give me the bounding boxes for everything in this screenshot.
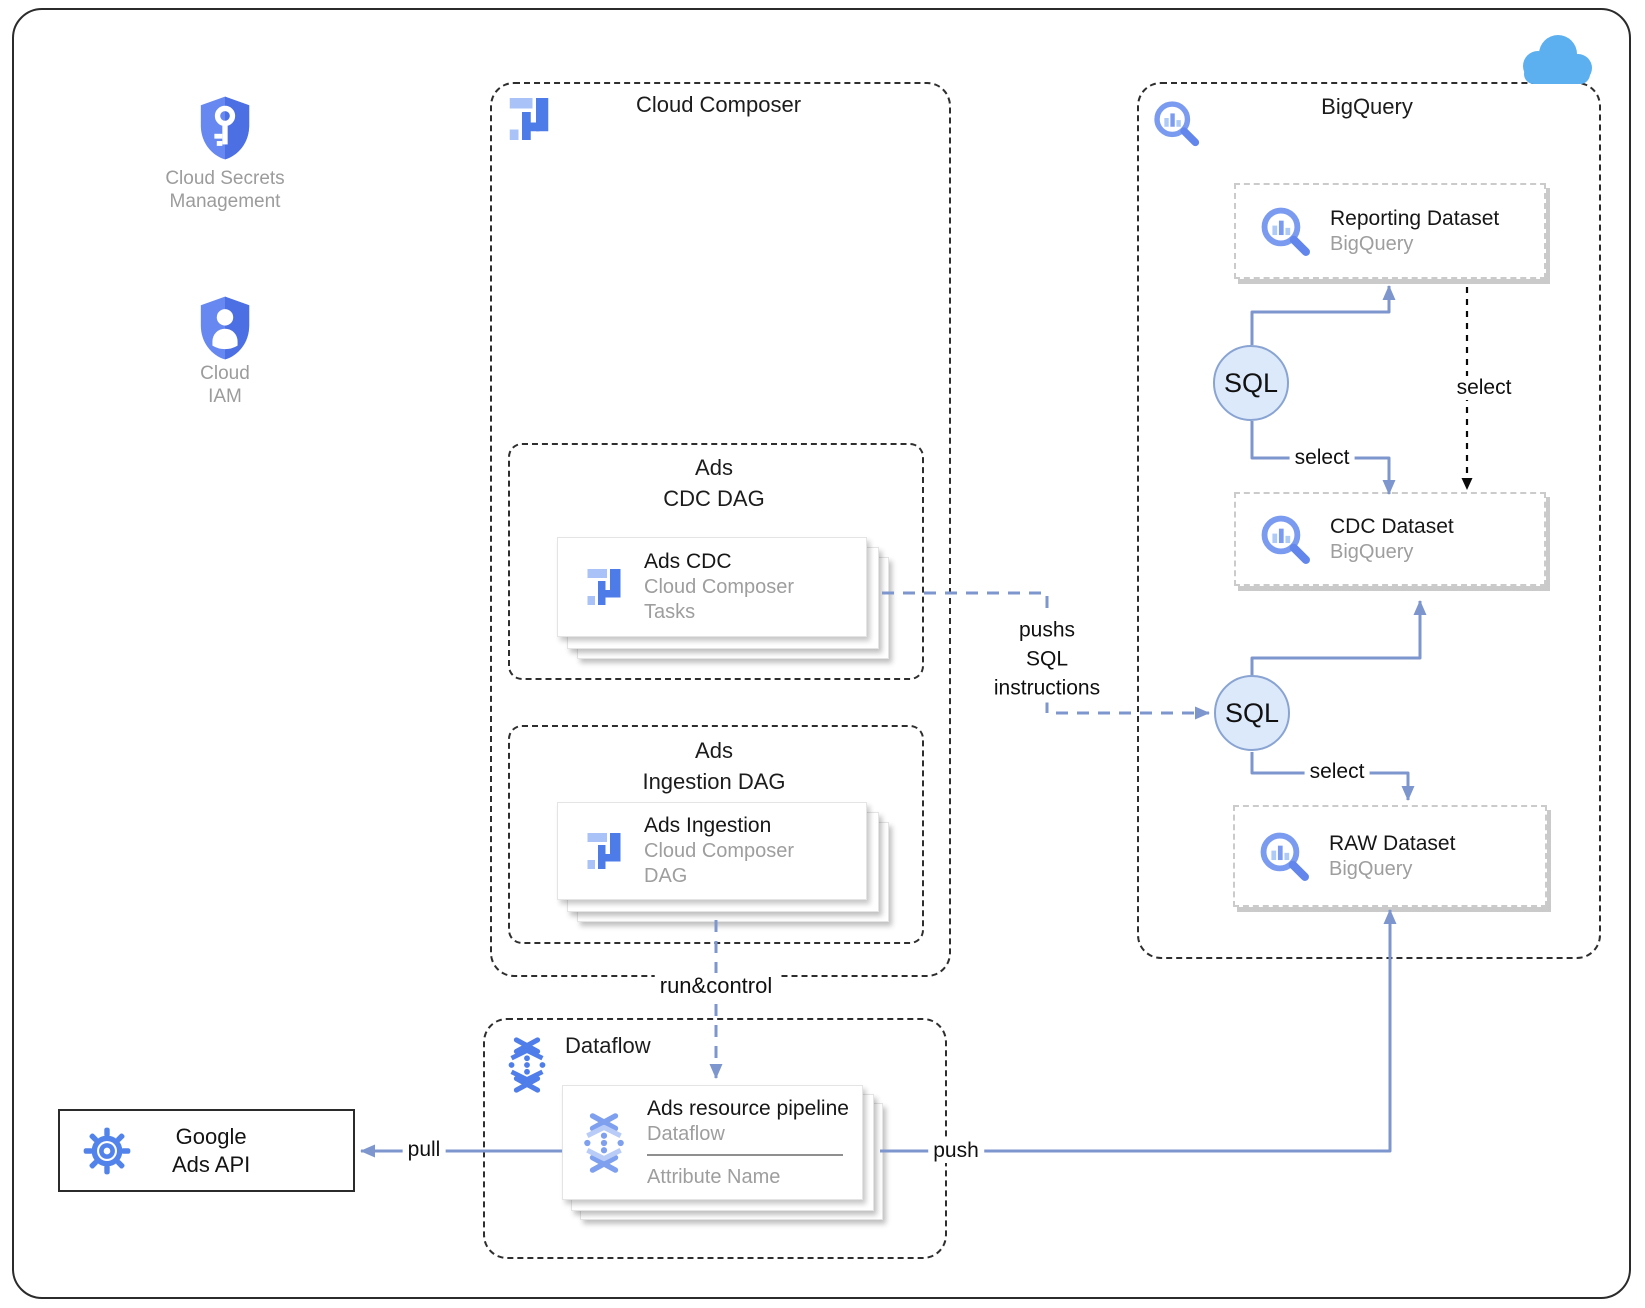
cloud-composer-icon: [508, 95, 550, 143]
pushs-label-line2: SQL: [1025, 647, 1069, 671]
cloud-composer-title: Cloud Composer: [635, 92, 802, 117]
edge-sql2-to-cdc: [1250, 600, 1427, 675]
sql-node-top-label: SQL: [1223, 367, 1279, 398]
google-ads-api-line1: Google: [175, 1123, 247, 1149]
select-label-reporting-to-cdc: select: [1451, 376, 1517, 400]
google-ads-api-line2: Ads API: [172, 1151, 251, 1177]
gear-icon: [82, 1126, 132, 1176]
shield-key-icon: [196, 94, 254, 162]
pushs-label-line1: pushs: [1018, 618, 1076, 642]
ads-cdc-card-title: Ads CDC: [644, 550, 732, 573]
raw-dataset-title: RAW Dataset: [1329, 831, 1456, 855]
dataflow-card-subtitle: Dataflow: [647, 1122, 725, 1145]
google-ads-api-box[interactable]: Google Ads API: [58, 1109, 355, 1192]
select-label-sql-to-raw: select: [1304, 760, 1370, 784]
bigquery-container[interactable]: [1137, 82, 1601, 959]
ads-cdc-dag-title-line2: CDC DAG: [663, 486, 765, 511]
ads-ingestion-card-subtitle2: DAG: [644, 865, 688, 887]
shield-person-icon: [196, 294, 254, 362]
raw-dataset-card[interactable]: RAW Dataset BigQuery: [1233, 805, 1547, 907]
run-control-label: run&control: [654, 973, 778, 999]
dataflow-icon: [579, 1107, 629, 1179]
secrets-label: Cloud Secrets Management: [125, 167, 325, 213]
pushs-label-line3: instructions: [993, 676, 1101, 700]
ads-ingestion-card-title: Ads Ingestion: [644, 814, 772, 837]
edge-push-to-raw: [880, 909, 1397, 1153]
bigquery-magnifier-icon: [1258, 512, 1312, 566]
select-label-sql-to-cdc: select: [1289, 446, 1355, 470]
ads-ingestion-dag-title: Ads Ingestion DAG: [508, 735, 920, 797]
cdc-dataset-subtitle: BigQuery: [1330, 540, 1414, 563]
iam-label: Cloud IAM: [125, 362, 325, 408]
ads-ingestion-dag-title-line2: Ingestion DAG: [642, 769, 786, 794]
pushs-sql-instructions-label: pushs SQL instructions: [988, 615, 1106, 703]
reporting-dataset-title: Reporting Dataset: [1330, 206, 1500, 230]
reporting-dataset-subtitle: BigQuery: [1330, 232, 1414, 255]
cdc-dataset-card[interactable]: CDC Dataset BigQuery: [1234, 492, 1546, 586]
ads-cdc-dag-container[interactable]: [508, 443, 924, 680]
diagram-outer-frame: [12, 8, 1631, 1299]
ads-cdc-dag-title-line1: Ads: [695, 455, 733, 480]
pull-label: pull: [402, 1138, 446, 1162]
cloud-composer-icon: [586, 565, 622, 609]
sql-node-top[interactable]: SQL: [1213, 345, 1289, 421]
ads-cdc-card-subtitle: Cloud Composer: [644, 576, 795, 598]
iam-label-line2: IAM: [208, 386, 242, 407]
iam-label-line1: Cloud: [200, 363, 250, 384]
ads-cdc-card[interactable]: Ads CDC Cloud Composer Tasks: [557, 537, 889, 659]
cdc-dataset-title: CDC Dataset: [1330, 514, 1454, 538]
raw-dataset-subtitle: BigQuery: [1329, 857, 1413, 880]
cloud-icon: [1512, 30, 1600, 88]
dataflow-card-attribute: Attribute Name: [647, 1165, 781, 1188]
cloud-composer-icon: [586, 829, 622, 873]
edge-sql-to-reporting: [1250, 285, 1396, 345]
ads-ingestion-card[interactable]: Ads Ingestion Cloud Composer DAG: [557, 802, 889, 922]
secrets-label-line2: Management: [169, 191, 281, 212]
push-label: push: [928, 1139, 984, 1163]
bigquery-title: BigQuery: [1321, 94, 1413, 119]
ads-ingestion-dag-title-line1: Ads: [695, 738, 733, 763]
dataflow-container[interactable]: [483, 1018, 947, 1259]
bigquery-magnifier-icon: [1151, 97, 1201, 149]
dataflow-card[interactable]: Ads resource pipeline Dataflow Attribute…: [562, 1085, 883, 1220]
sql-node-bottom-label: SQL: [1224, 697, 1280, 728]
secrets-label-line1: Cloud Secrets: [165, 168, 285, 189]
ads-cdc-dag-title: Ads CDC DAG: [508, 452, 920, 514]
ads-ingestion-card-subtitle: Cloud Composer: [644, 840, 795, 862]
dataflow-card-title: Ads resource pipeline: [647, 1096, 849, 1120]
dataflow-title: Dataflow: [565, 1033, 651, 1058]
edge-pushs-sql-instructions: [882, 591, 1210, 720]
dataflow-icon: [503, 1036, 551, 1094]
ads-cdc-card-subtitle2: Tasks: [644, 601, 696, 623]
sql-node-bottom[interactable]: SQL: [1214, 675, 1290, 751]
card-divider: [647, 1153, 843, 1156]
bigquery-magnifier-icon: [1258, 204, 1312, 258]
reporting-dataset-card[interactable]: Reporting Dataset BigQuery: [1234, 183, 1546, 279]
bigquery-magnifier-icon: [1257, 829, 1311, 883]
